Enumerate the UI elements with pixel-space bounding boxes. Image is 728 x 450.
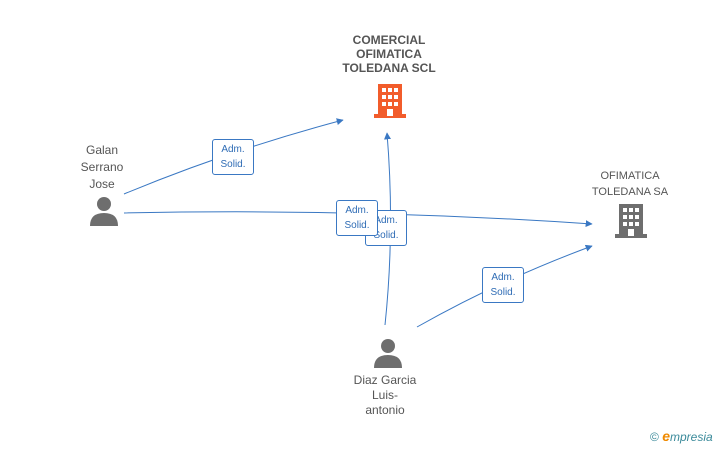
role-badge-line: Adm. [491, 272, 515, 283]
person-name-line: Serrano [80, 160, 124, 174]
role-badge-adm-solid[interactable]: Adm. Solid. [482, 267, 524, 303]
role-badge-line: Adm. [345, 205, 369, 216]
role-badge-adm-solid[interactable]: Adm. Solid. [336, 200, 378, 236]
person-name-line: Luis- [371, 388, 398, 402]
person-name-galan-serrano-jose[interactable]: Galan Serrano Jose [60, 142, 144, 193]
company-name-line: OFIMATICA [600, 170, 660, 182]
company-name-line: TOLEDANA SA [591, 186, 669, 198]
person-icon[interactable] [89, 196, 119, 226]
building-icon[interactable] [374, 84, 406, 118]
role-badge-line: Solid. [344, 220, 370, 231]
brand-logo-text: mpresia [669, 430, 713, 444]
person-name-line: Diaz Garcia [353, 373, 417, 387]
role-badge-line: Solid. [490, 287, 516, 298]
role-badge-line: Adm. [374, 215, 398, 226]
copyright-symbol: © [650, 430, 659, 444]
brand-footer: © empresia [650, 428, 713, 444]
company-name-line: COMERCIAL [352, 33, 426, 47]
person-name-line: Galan [85, 143, 119, 157]
role-badge-line: Adm. [221, 144, 245, 155]
person-name-diaz-garcia-luis-antonio[interactable]: Diaz Garcia Luis- antonio [335, 373, 435, 418]
company-name-line: OFIMATICA [356, 47, 422, 61]
building-icon[interactable] [615, 204, 647, 238]
person-icon[interactable] [373, 338, 403, 368]
role-badge-line: Solid. [220, 159, 246, 170]
company-name-comercial-ofimatica-toledana-scl[interactable]: COMERCIAL OFIMATICA TOLEDANA SCL [330, 33, 448, 75]
company-name-ofimatica-toledana-sa[interactable]: OFIMATICA TOLEDANA SA [580, 168, 680, 200]
person-name-line: antonio [365, 403, 405, 417]
role-badge-line: Solid. [373, 230, 399, 241]
role-badge-adm-solid[interactable]: Adm. Solid. [212, 139, 254, 175]
company-name-line: TOLEDANA SCL [342, 61, 436, 75]
brand-logo-initial: e [662, 428, 670, 444]
person-name-line: Jose [89, 177, 115, 191]
